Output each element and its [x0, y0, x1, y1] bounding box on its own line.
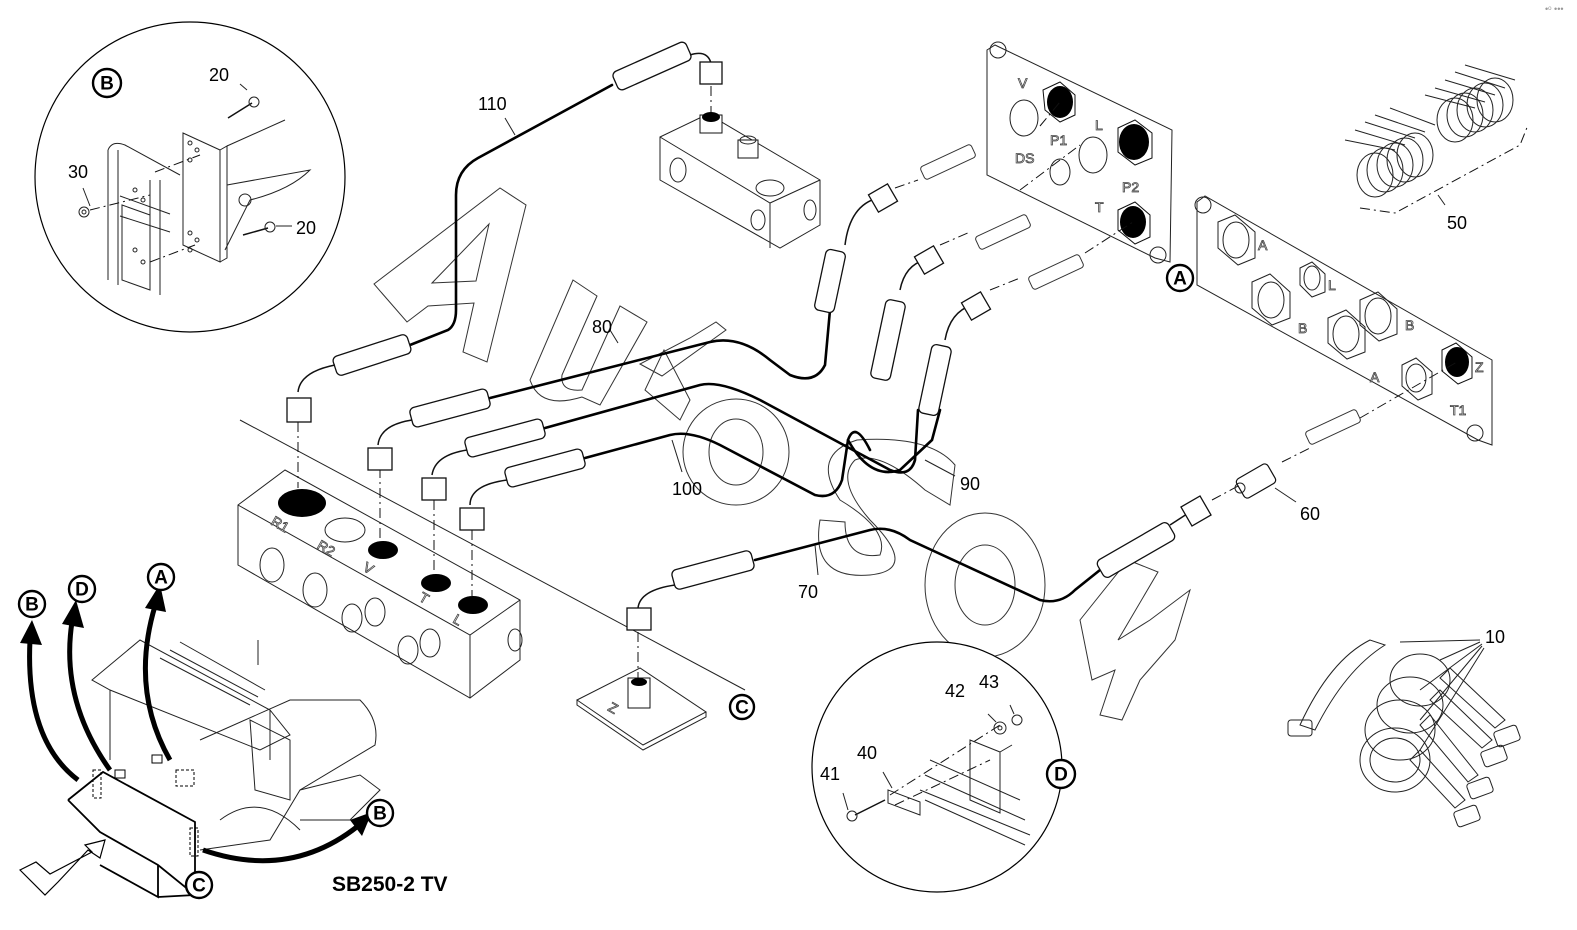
- part-number-43: 43: [979, 672, 999, 692]
- port-label: R1: [269, 513, 293, 536]
- callout-a: A: [1165, 263, 1195, 293]
- callout-b: B: [91, 67, 123, 99]
- part-number-41: 41: [820, 764, 840, 784]
- svg-text:D: D: [1054, 765, 1068, 786]
- upper-manifold-block: [659, 112, 821, 249]
- hose-110: 110: [286, 41, 723, 423]
- svg-text:B: B: [100, 74, 114, 95]
- port-label: Z: [1475, 359, 1484, 375]
- port-label: L: [1095, 117, 1103, 133]
- part-number-20: 20: [296, 218, 316, 238]
- straps-10: 10: [1287, 627, 1521, 828]
- svg-text:A: A: [1173, 269, 1187, 290]
- port-label: A: [1370, 369, 1380, 385]
- part-number-40: 40: [857, 743, 877, 763]
- hose-70: 70: [626, 495, 1212, 631]
- callout-c: C: [728, 693, 756, 721]
- port-label: Z: [606, 699, 622, 717]
- upper-control-panel: V P1 L DS P2 T A: [920, 41, 1195, 293]
- part-number-20: 20: [209, 65, 229, 85]
- cable-ties-50: 50: [1344, 64, 1529, 233]
- port-r1: [278, 489, 326, 517]
- part-number-60: 60: [1300, 504, 1320, 524]
- port-label: A: [1258, 237, 1268, 253]
- detail-d-view: 42 43 40 41 D: [811, 641, 1077, 893]
- svg-text:B: B: [373, 804, 387, 825]
- callout-a-machine: A: [146, 562, 176, 592]
- port-label: T: [417, 589, 433, 607]
- hose-90: 90: [421, 244, 980, 501]
- port-label: V: [1018, 75, 1028, 91]
- plate-z: Z C: [576, 667, 756, 751]
- port-label: P2: [1122, 179, 1139, 195]
- nut-icon: [78, 206, 90, 218]
- part-number-30: 30: [68, 162, 88, 182]
- port-label: B: [1405, 317, 1414, 333]
- part-number-80: 80: [592, 317, 612, 337]
- part-number-70: 70: [798, 582, 818, 602]
- svg-text:C: C: [735, 698, 749, 719]
- callout-b-right: B: [365, 798, 395, 828]
- callout-d: D: [1045, 758, 1077, 790]
- part-number-50: 50: [1447, 213, 1467, 233]
- port-label: DS: [1015, 150, 1034, 166]
- arrow-to-b: [27, 639, 80, 782]
- lower-control-panel: A L B B A Z T1: [1194, 195, 1493, 446]
- svg-text:D: D: [75, 580, 89, 601]
- part-number-100: 100: [672, 479, 702, 499]
- corner-mark: •ᵒ •••: [1545, 4, 1564, 14]
- coupler-60: 60: [1234, 463, 1320, 524]
- callout-d-machine: D: [67, 574, 97, 604]
- part-number-110: 110: [478, 94, 507, 114]
- callout-c-machine: C: [184, 870, 214, 900]
- hose-80: 80: [367, 182, 899, 471]
- model-label: SB250-2 TV: [332, 873, 448, 896]
- svg-text:C: C: [192, 876, 206, 897]
- bolt-icon: [227, 96, 276, 236]
- callout-b-left: B: [17, 589, 47, 619]
- main-manifold-block: R1 R2 V T L: [237, 419, 746, 699]
- port-label: L: [451, 611, 466, 629]
- svg-text:B: B: [25, 595, 39, 616]
- part-number-90: 90: [960, 474, 980, 494]
- port-label: L: [1328, 277, 1336, 293]
- detail-b-view: 20 30 20 B: [34, 21, 346, 333]
- view-direction-arrow-icon: [18, 839, 106, 896]
- port-label: T1: [1450, 402, 1467, 418]
- port-label: P1: [1050, 132, 1067, 148]
- machine-overview: B D A B C SB250-2 TV: [17, 562, 448, 900]
- port-label: B: [1298, 320, 1307, 336]
- part-number-42: 42: [945, 681, 965, 701]
- svg-text:A: A: [154, 568, 168, 589]
- port-label: T: [1095, 199, 1104, 215]
- part-number-10: 10: [1485, 627, 1505, 647]
- hose-100: 100: [459, 290, 992, 531]
